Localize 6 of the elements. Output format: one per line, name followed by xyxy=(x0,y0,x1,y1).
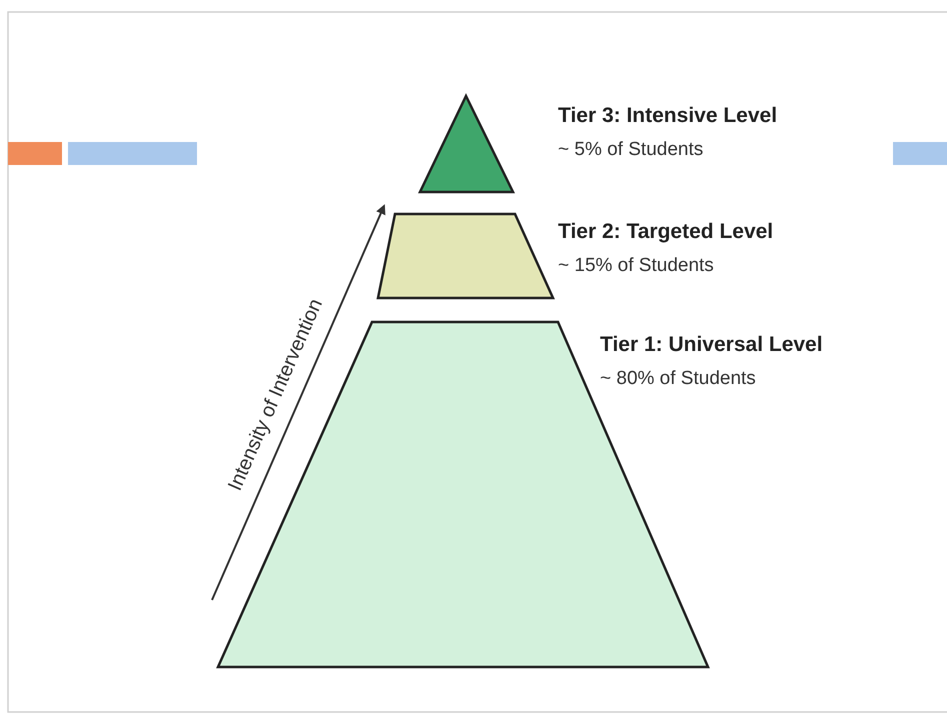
tier-heading: Tier 3: Intensive Level xyxy=(558,104,778,128)
tier-heading: Tier 1: Universal Level xyxy=(600,333,823,357)
tier-share: ~ 15% of Students xyxy=(558,255,714,277)
tier-heading: Tier 2: Targeted Level xyxy=(558,220,774,244)
tier-share: ~ 80% of Students xyxy=(600,368,756,390)
tier-share: ~ 5% of Students xyxy=(558,139,704,161)
